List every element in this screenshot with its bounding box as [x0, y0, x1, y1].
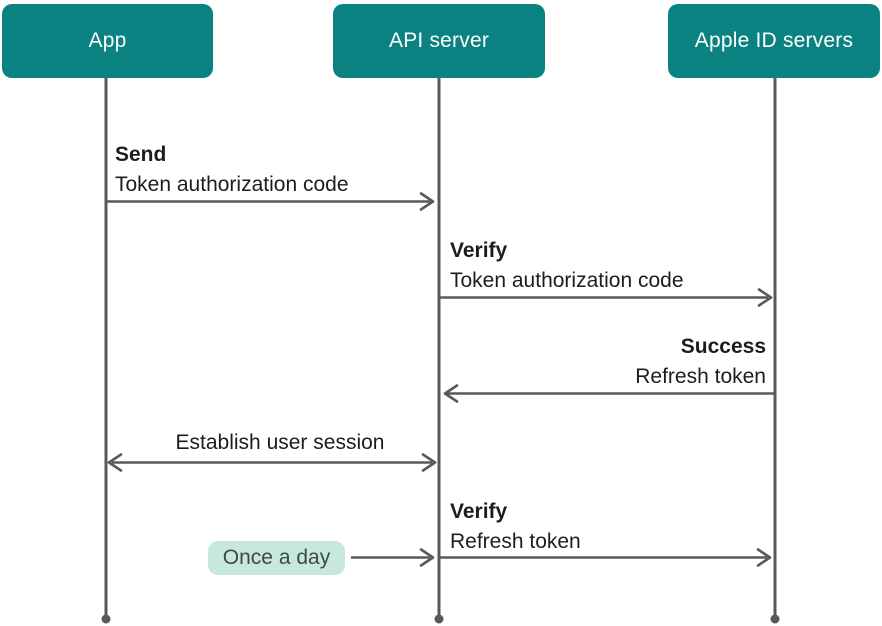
message-label-establish-user-session: Establish user session	[117, 428, 443, 458]
actor-label-api-server: API server	[388, 29, 490, 52]
message-title: Verify	[450, 239, 508, 262]
message-title: Success	[680, 335, 766, 358]
message-label-verify-auth-code: Verify Token authorization code	[450, 236, 684, 296]
actor-label-apple-id-servers: Apple ID servers	[694, 29, 854, 52]
arrowhead-right-icon	[419, 192, 435, 211]
message-detail: Refresh token	[450, 530, 581, 553]
arrowhead-right-icon	[756, 548, 772, 567]
actor-box-app: App	[2, 4, 213, 78]
arrowhead-right-icon	[421, 453, 437, 472]
message-title: Verify	[450, 500, 508, 523]
arrowhead-right-icon	[419, 548, 435, 567]
lifeline-end-dot-apple-id-servers	[770, 614, 780, 624]
badge-label: Once a day	[222, 546, 331, 569]
message-detail: Token authorization code	[450, 269, 684, 292]
message-label-send: Send Token authorization code	[115, 140, 349, 200]
actor-box-apple-id-servers: Apple ID servers	[668, 4, 880, 78]
actor-label-app: App	[88, 29, 127, 52]
message-detail: Establish user session	[175, 431, 385, 454]
lifeline-end-dot-app	[101, 614, 111, 624]
message-label-success: Success Refresh token	[635, 332, 766, 392]
arrowhead-right-icon	[757, 288, 773, 307]
message-title: Send	[115, 143, 167, 166]
once-a-day-badge: Once a day	[208, 541, 345, 575]
lifeline-end-dot-api-server	[434, 614, 444, 624]
message-detail: Refresh token	[635, 365, 766, 388]
actor-box-api-server: API server	[333, 4, 545, 78]
message-label-verify-refresh-token: Verify Refresh token	[450, 497, 581, 557]
arrowhead-left-icon	[107, 453, 123, 472]
arrowhead-left-icon	[443, 384, 459, 403]
message-detail: Token authorization code	[115, 173, 349, 196]
